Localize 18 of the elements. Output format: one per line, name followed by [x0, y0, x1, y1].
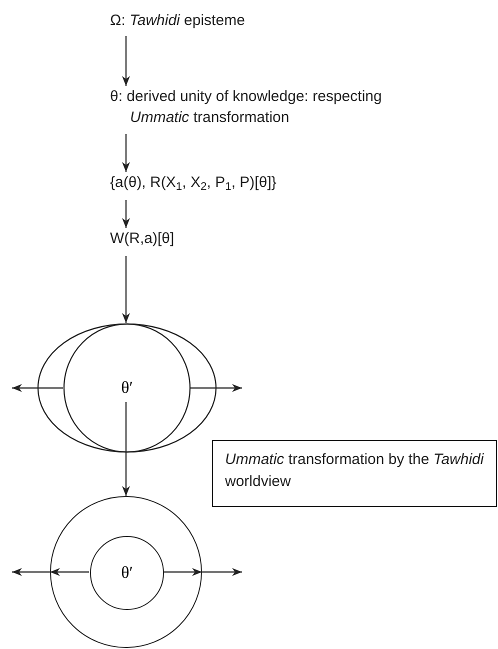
arrow — [122, 402, 130, 496]
flow-step-text: {a(θ), R(X$_{1}$, X$_{2}$, P$_{1}$, P)[θ]} — [110, 173, 278, 193]
node-label: θ′ — [121, 562, 133, 584]
arrow — [50, 568, 89, 576]
flow-step-text: W(R,a)[θ] — [110, 229, 176, 249]
flow-step-text: θ: derived unity of knowledge: respecting Ummatic transformation — [110, 87, 383, 128]
arrow — [122, 36, 130, 86]
arrow — [12, 568, 50, 576]
note-box — [212, 440, 497, 507]
arrow — [202, 568, 242, 576]
arrow — [12, 384, 63, 392]
arrow — [122, 134, 130, 172]
arrow — [190, 384, 242, 392]
flow-step-text: Ω: Tawhidi episteme — [110, 11, 246, 31]
arrow — [163, 568, 202, 576]
note-text: Ummatic transformation by the Tawhidi worldview — [225, 451, 484, 490]
arrow — [122, 200, 130, 228]
arrow — [122, 256, 130, 323]
